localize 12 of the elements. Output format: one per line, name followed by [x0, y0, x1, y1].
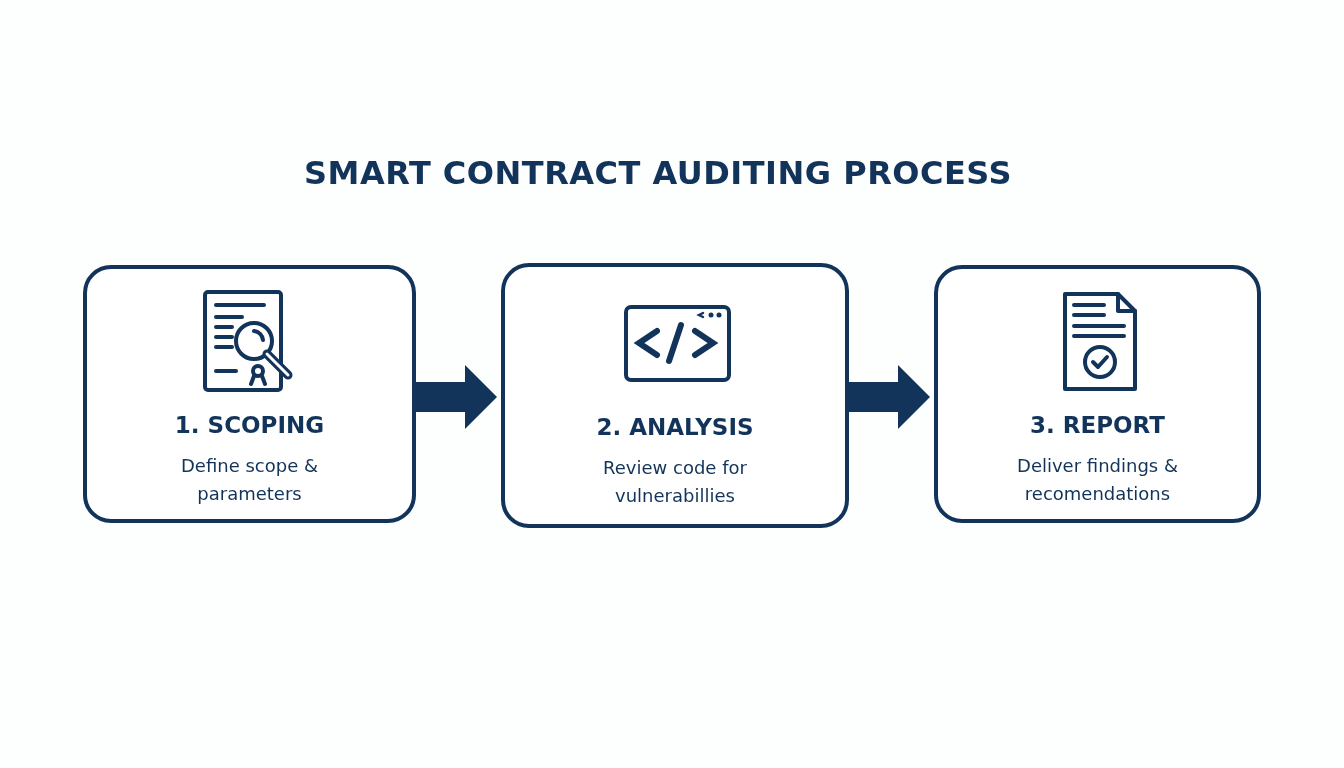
diagram-title: SMART CONTRACT AUDITING PROCESS	[303, 154, 1013, 192]
step-description: Define scope & parameters	[180, 454, 319, 506]
block-arrow	[849, 365, 930, 429]
block-arrow	[416, 365, 497, 429]
step-box	[934, 265, 1261, 523]
step-description: Deliver findings & recomendations	[1016, 454, 1179, 506]
step-title: 2. ANALYSIS	[596, 413, 754, 440]
step-box	[501, 263, 849, 528]
step-title: 3. REPORT	[1030, 412, 1165, 438]
step-box	[83, 265, 416, 523]
step-description: Review code for vulnerabillies	[602, 455, 748, 508]
step-title: 1. SCOPING	[174, 412, 325, 438]
